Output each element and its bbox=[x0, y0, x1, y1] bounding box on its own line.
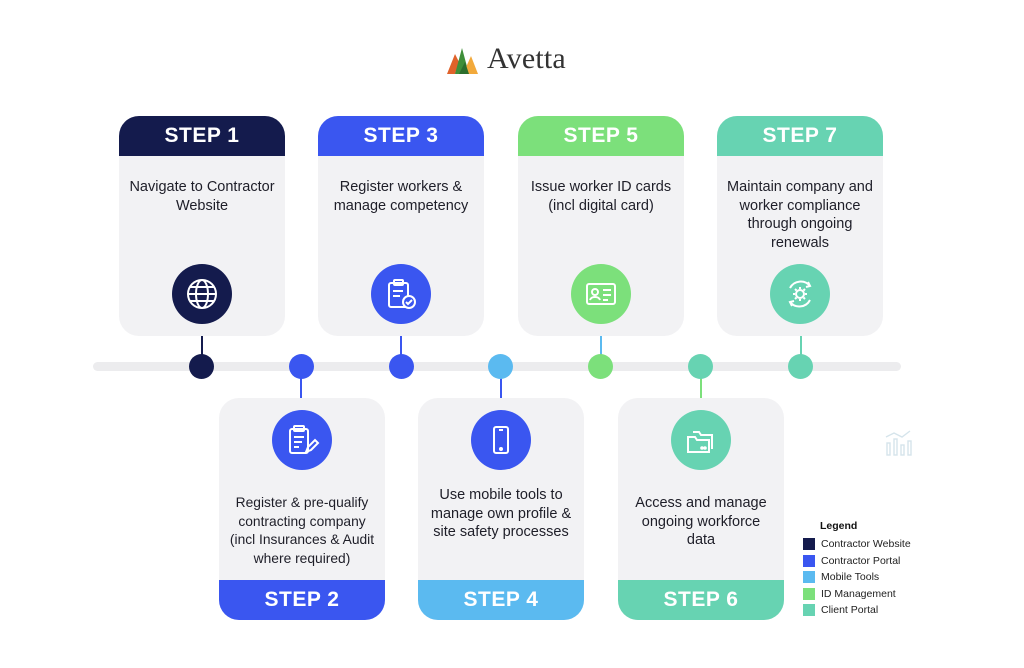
step-1-text: Navigate to Contractor Website bbox=[129, 179, 275, 214]
step-5-card: STEP 5 Issue worker ID cards (incl digit… bbox=[518, 116, 684, 336]
step-1-header: STEP 1 bbox=[119, 116, 285, 156]
legend-item-contractor-portal: Contractor Portal bbox=[803, 553, 963, 570]
legend-label: Contractor Website bbox=[821, 538, 911, 551]
step-6-card: Access and manage ongoing workforce data… bbox=[618, 398, 784, 620]
step-3-card: STEP 3 Register workers & manage compete… bbox=[318, 116, 484, 336]
step-7-icon-circle bbox=[770, 264, 830, 324]
step-6-icon-circle bbox=[671, 410, 731, 470]
timeline-dot-4 bbox=[488, 354, 513, 379]
step-5-icon-circle bbox=[571, 264, 631, 324]
step-2-text: Register & pre-qualify contracting compa… bbox=[229, 495, 375, 566]
step-4-text: Use mobile tools to manage own profile &… bbox=[430, 487, 572, 540]
legend: Legend Contractor Website Contractor Por… bbox=[803, 520, 963, 619]
timeline-dot-7 bbox=[788, 354, 813, 379]
legend-item-id-management: ID Management bbox=[803, 586, 963, 603]
step-6-text: Access and manage ongoing workforce data bbox=[635, 495, 767, 548]
step-4-card: Use mobile tools to manage own profile &… bbox=[418, 398, 584, 620]
step-5-header: STEP 5 bbox=[518, 116, 684, 156]
timeline-dot-1 bbox=[189, 354, 214, 379]
legend-label: ID Management bbox=[821, 587, 896, 600]
legend-swatch bbox=[803, 538, 815, 551]
step-5-text: Issue worker ID cards (incl digital card… bbox=[530, 179, 672, 214]
gear-refresh-icon bbox=[788, 280, 812, 308]
clipboard-pen-icon bbox=[289, 425, 320, 454]
avetta-logo: Avetta bbox=[445, 42, 566, 76]
step-1-icon-circle bbox=[172, 264, 232, 324]
connector-step-6 bbox=[700, 372, 702, 422]
globe-icon bbox=[187, 279, 217, 309]
avetta-mark-icon bbox=[447, 48, 478, 74]
connector-step-3 bbox=[400, 318, 402, 358]
connector-step-5 bbox=[600, 318, 602, 358]
mobile-phone-icon bbox=[493, 426, 509, 454]
folders-icon bbox=[687, 431, 713, 453]
step-6-header: STEP 6 bbox=[618, 580, 784, 620]
connector-step-2 bbox=[300, 372, 302, 422]
step-7-text: Maintain company and worker compliance t… bbox=[727, 179, 873, 251]
step-2-icon-circle bbox=[272, 410, 332, 470]
timeline-dot-5 bbox=[588, 354, 613, 379]
step-4-icon-circle bbox=[471, 410, 531, 470]
legend-swatch bbox=[803, 587, 815, 600]
legend-item-mobile-tools: Mobile Tools bbox=[803, 569, 963, 586]
legend-item-contractor-website: Contractor Website bbox=[803, 536, 963, 553]
timeline-dot-2 bbox=[289, 354, 314, 379]
step-1-card: STEP 1 Navigate to Contractor Website bbox=[119, 116, 285, 336]
legend-swatch bbox=[803, 554, 815, 567]
decorative-chart-icon bbox=[885, 430, 912, 456]
legend-swatch bbox=[803, 571, 815, 584]
connector-step-1 bbox=[201, 318, 203, 358]
step-3-header: STEP 3 bbox=[318, 116, 484, 156]
step-2-card: Register & pre-qualify contracting compa… bbox=[219, 398, 385, 620]
legend-label: Contractor Portal bbox=[821, 554, 901, 567]
timeline-dot-6 bbox=[688, 354, 713, 379]
brand-name: Avetta bbox=[487, 42, 566, 75]
connector-step-4 bbox=[500, 372, 502, 422]
legend-label: Mobile Tools bbox=[821, 571, 880, 584]
connector-step-7 bbox=[800, 318, 802, 358]
id-card-icon bbox=[586, 283, 616, 305]
step-3-text: Register workers & manage competency bbox=[333, 179, 469, 214]
legend-item-client-portal: Client Portal bbox=[803, 602, 963, 619]
legend-label: Client Portal bbox=[821, 604, 879, 617]
legend-title: Legend bbox=[820, 520, 858, 532]
clipboard-check-icon bbox=[388, 279, 416, 309]
step-7-header: STEP 7 bbox=[717, 116, 883, 156]
step-4-header: STEP 4 bbox=[418, 580, 584, 620]
legend-swatch bbox=[803, 604, 815, 617]
step-2-header: STEP 2 bbox=[219, 580, 385, 620]
step-7-card: STEP 7 Maintain company and worker compl… bbox=[717, 116, 883, 336]
step-3-icon-circle bbox=[371, 264, 431, 324]
timeline-dot-3 bbox=[389, 354, 414, 379]
